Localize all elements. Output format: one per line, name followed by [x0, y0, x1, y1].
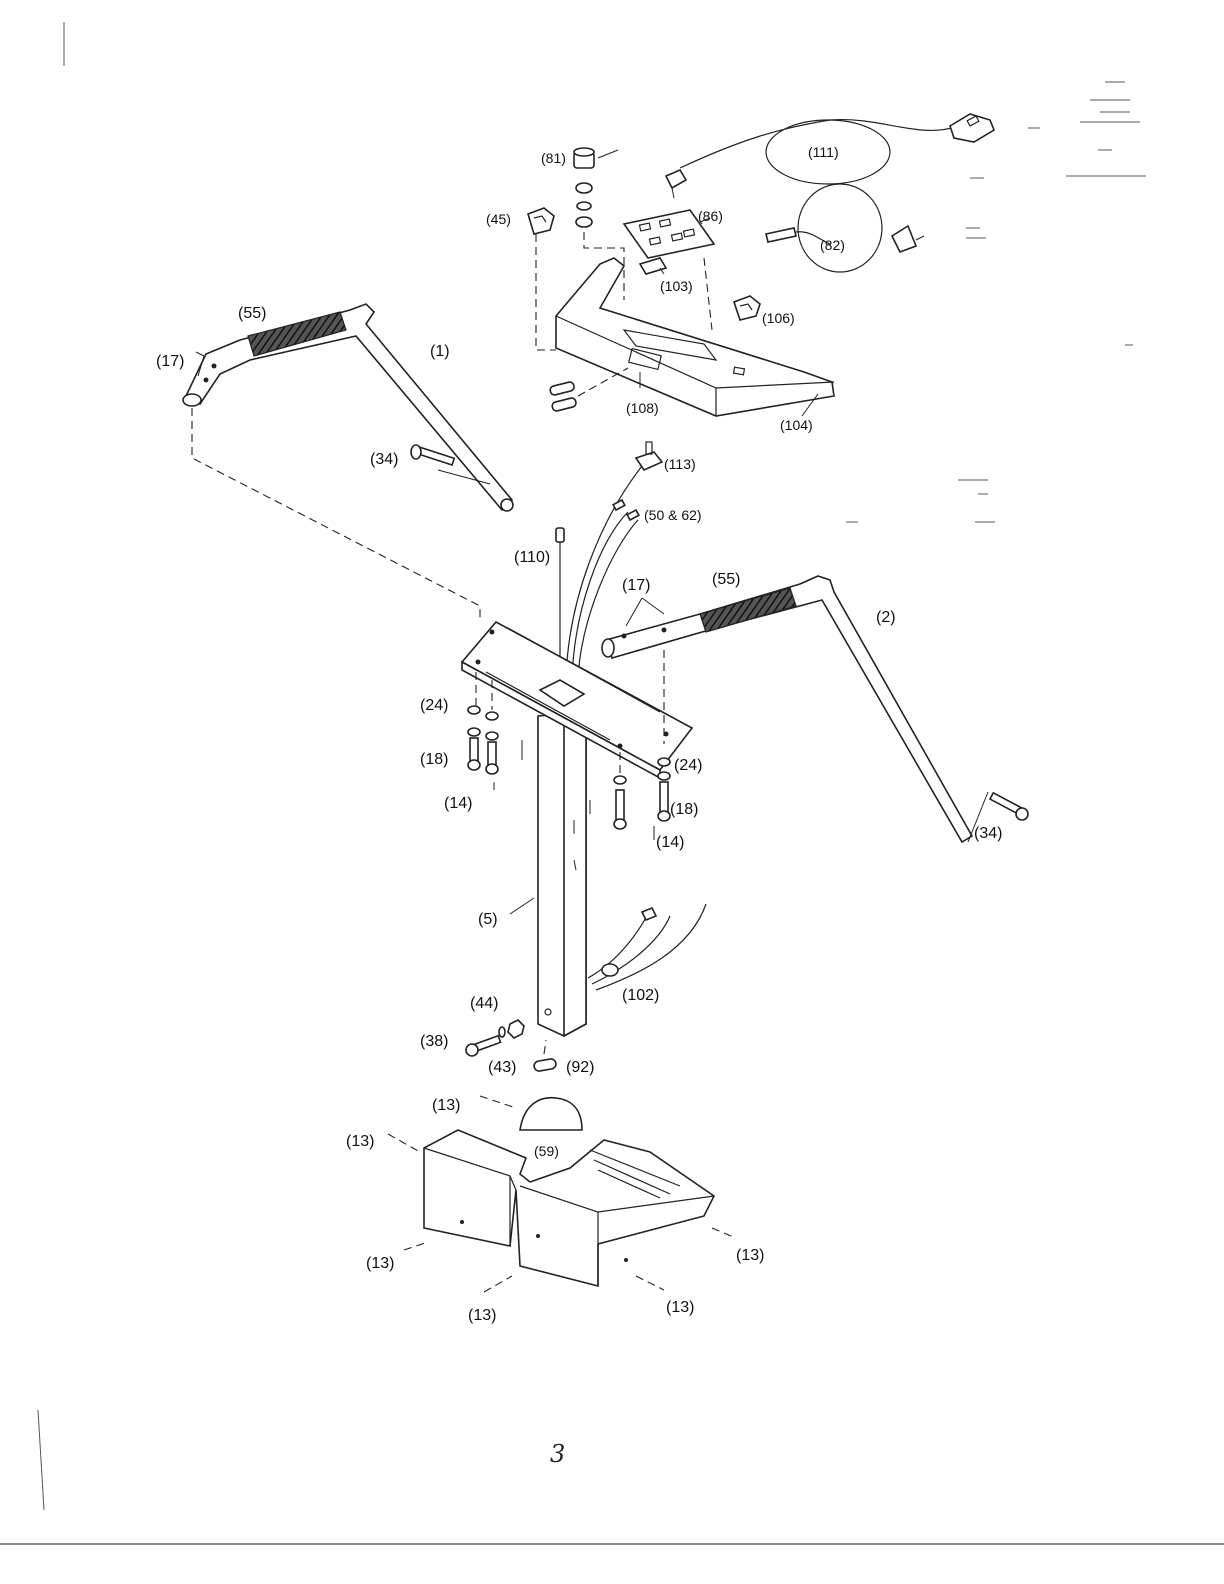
callout-34-right: (34) — [974, 825, 1002, 842]
knob-81 — [573, 147, 619, 228]
callout-104: (104) — [780, 417, 813, 433]
hardware-right — [589, 752, 671, 840]
console-assembly — [527, 147, 835, 417]
left-handlebar-1 — [182, 303, 514, 512]
overlay-86 — [622, 209, 716, 259]
callout-81: (81) — [541, 150, 566, 166]
callout-55-right: (55) — [712, 571, 740, 588]
cable-111 — [664, 113, 995, 199]
cable-102 — [587, 903, 707, 991]
callout-1: (1) — [430, 343, 450, 360]
callout-13-bottom-right: (13) — [666, 1299, 694, 1316]
upright-5 — [537, 710, 587, 1038]
callout-24-left: (24) — [420, 697, 448, 714]
callout-13-right: (13) — [736, 1247, 764, 1264]
callout-110: (110) — [514, 549, 550, 566]
cable-82 — [765, 183, 925, 273]
callout-103: (103) — [660, 278, 693, 294]
callout-18-left: (18) — [420, 751, 448, 768]
console-housing-104 — [555, 257, 835, 417]
callout-106: (106) — [762, 310, 795, 326]
screws-13 — [387, 1095, 737, 1293]
callout-43: (43) — [488, 1059, 516, 1076]
upright-cables — [555, 441, 664, 696]
callout-13-upper-left: (13) — [346, 1133, 374, 1150]
callout-17-right: (17) — [622, 577, 650, 594]
callout-111: (111) — [808, 144, 839, 160]
hardware-left — [467, 672, 523, 790]
callout-18-right: (18) — [670, 801, 698, 818]
callout-102: (102) — [622, 987, 659, 1004]
scan-marks — [0, 22, 1224, 1545]
callout-13-bottom-left: (13) — [468, 1307, 496, 1324]
callout-24-right: (24) — [674, 757, 702, 774]
callout-92: (92) — [566, 1059, 594, 1076]
callout-50-62: (50 & 62) — [644, 507, 702, 523]
part-103 — [638, 257, 668, 275]
bolt-34-right — [988, 791, 1029, 821]
callout-55-left: (55) — [238, 305, 266, 322]
bolt-38 — [465, 1034, 502, 1057]
callout-14-left: (14) — [444, 795, 472, 812]
callout-5: (5) — [478, 911, 498, 928]
pin-92 — [533, 1039, 557, 1072]
callout-2: (2) — [876, 609, 896, 626]
base-59 — [423, 1096, 716, 1288]
callout-44: (44) — [470, 995, 498, 1012]
callout-13-top: (13) — [432, 1097, 460, 1114]
nut-44 — [507, 1019, 525, 1039]
callout-17-left: (17) — [156, 353, 184, 370]
page-number: 3 — [550, 1440, 565, 1468]
clip-45 — [527, 207, 555, 235]
bolt-34-left — [410, 444, 456, 467]
callout-labels: (81) (111) (45) (86) (82) (103) (106) (5… — [156, 144, 1002, 1324]
callout-14-right: (14) — [656, 834, 684, 851]
callout-13-lower-left: (13) — [366, 1255, 394, 1272]
callout-86: (86) — [698, 208, 723, 224]
callout-59: (59) — [534, 1143, 559, 1159]
right-handlebar-2 — [601, 575, 974, 844]
callout-108: (108) — [626, 400, 659, 416]
mounting-plate — [460, 620, 694, 780]
callout-45: (45) — [486, 211, 511, 227]
washer-43 — [498, 1026, 506, 1038]
clip-106 — [732, 295, 761, 321]
batteries-108 — [549, 381, 577, 412]
callout-34-left: (34) — [370, 451, 398, 468]
callout-82: (82) — [820, 237, 845, 253]
callout-113: (113) — [664, 456, 696, 472]
callout-38: (38) — [420, 1033, 448, 1050]
